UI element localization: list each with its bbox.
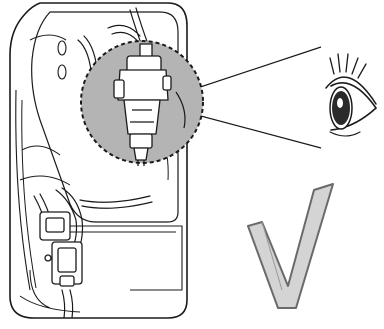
- electrical-connector-icon: [113, 43, 172, 166]
- magnified-detail-icon: [80, 40, 204, 166]
- lower-connector: [39, 211, 83, 287]
- check-mark-icon: [247, 183, 334, 309]
- eye-icon: [325, 53, 378, 137]
